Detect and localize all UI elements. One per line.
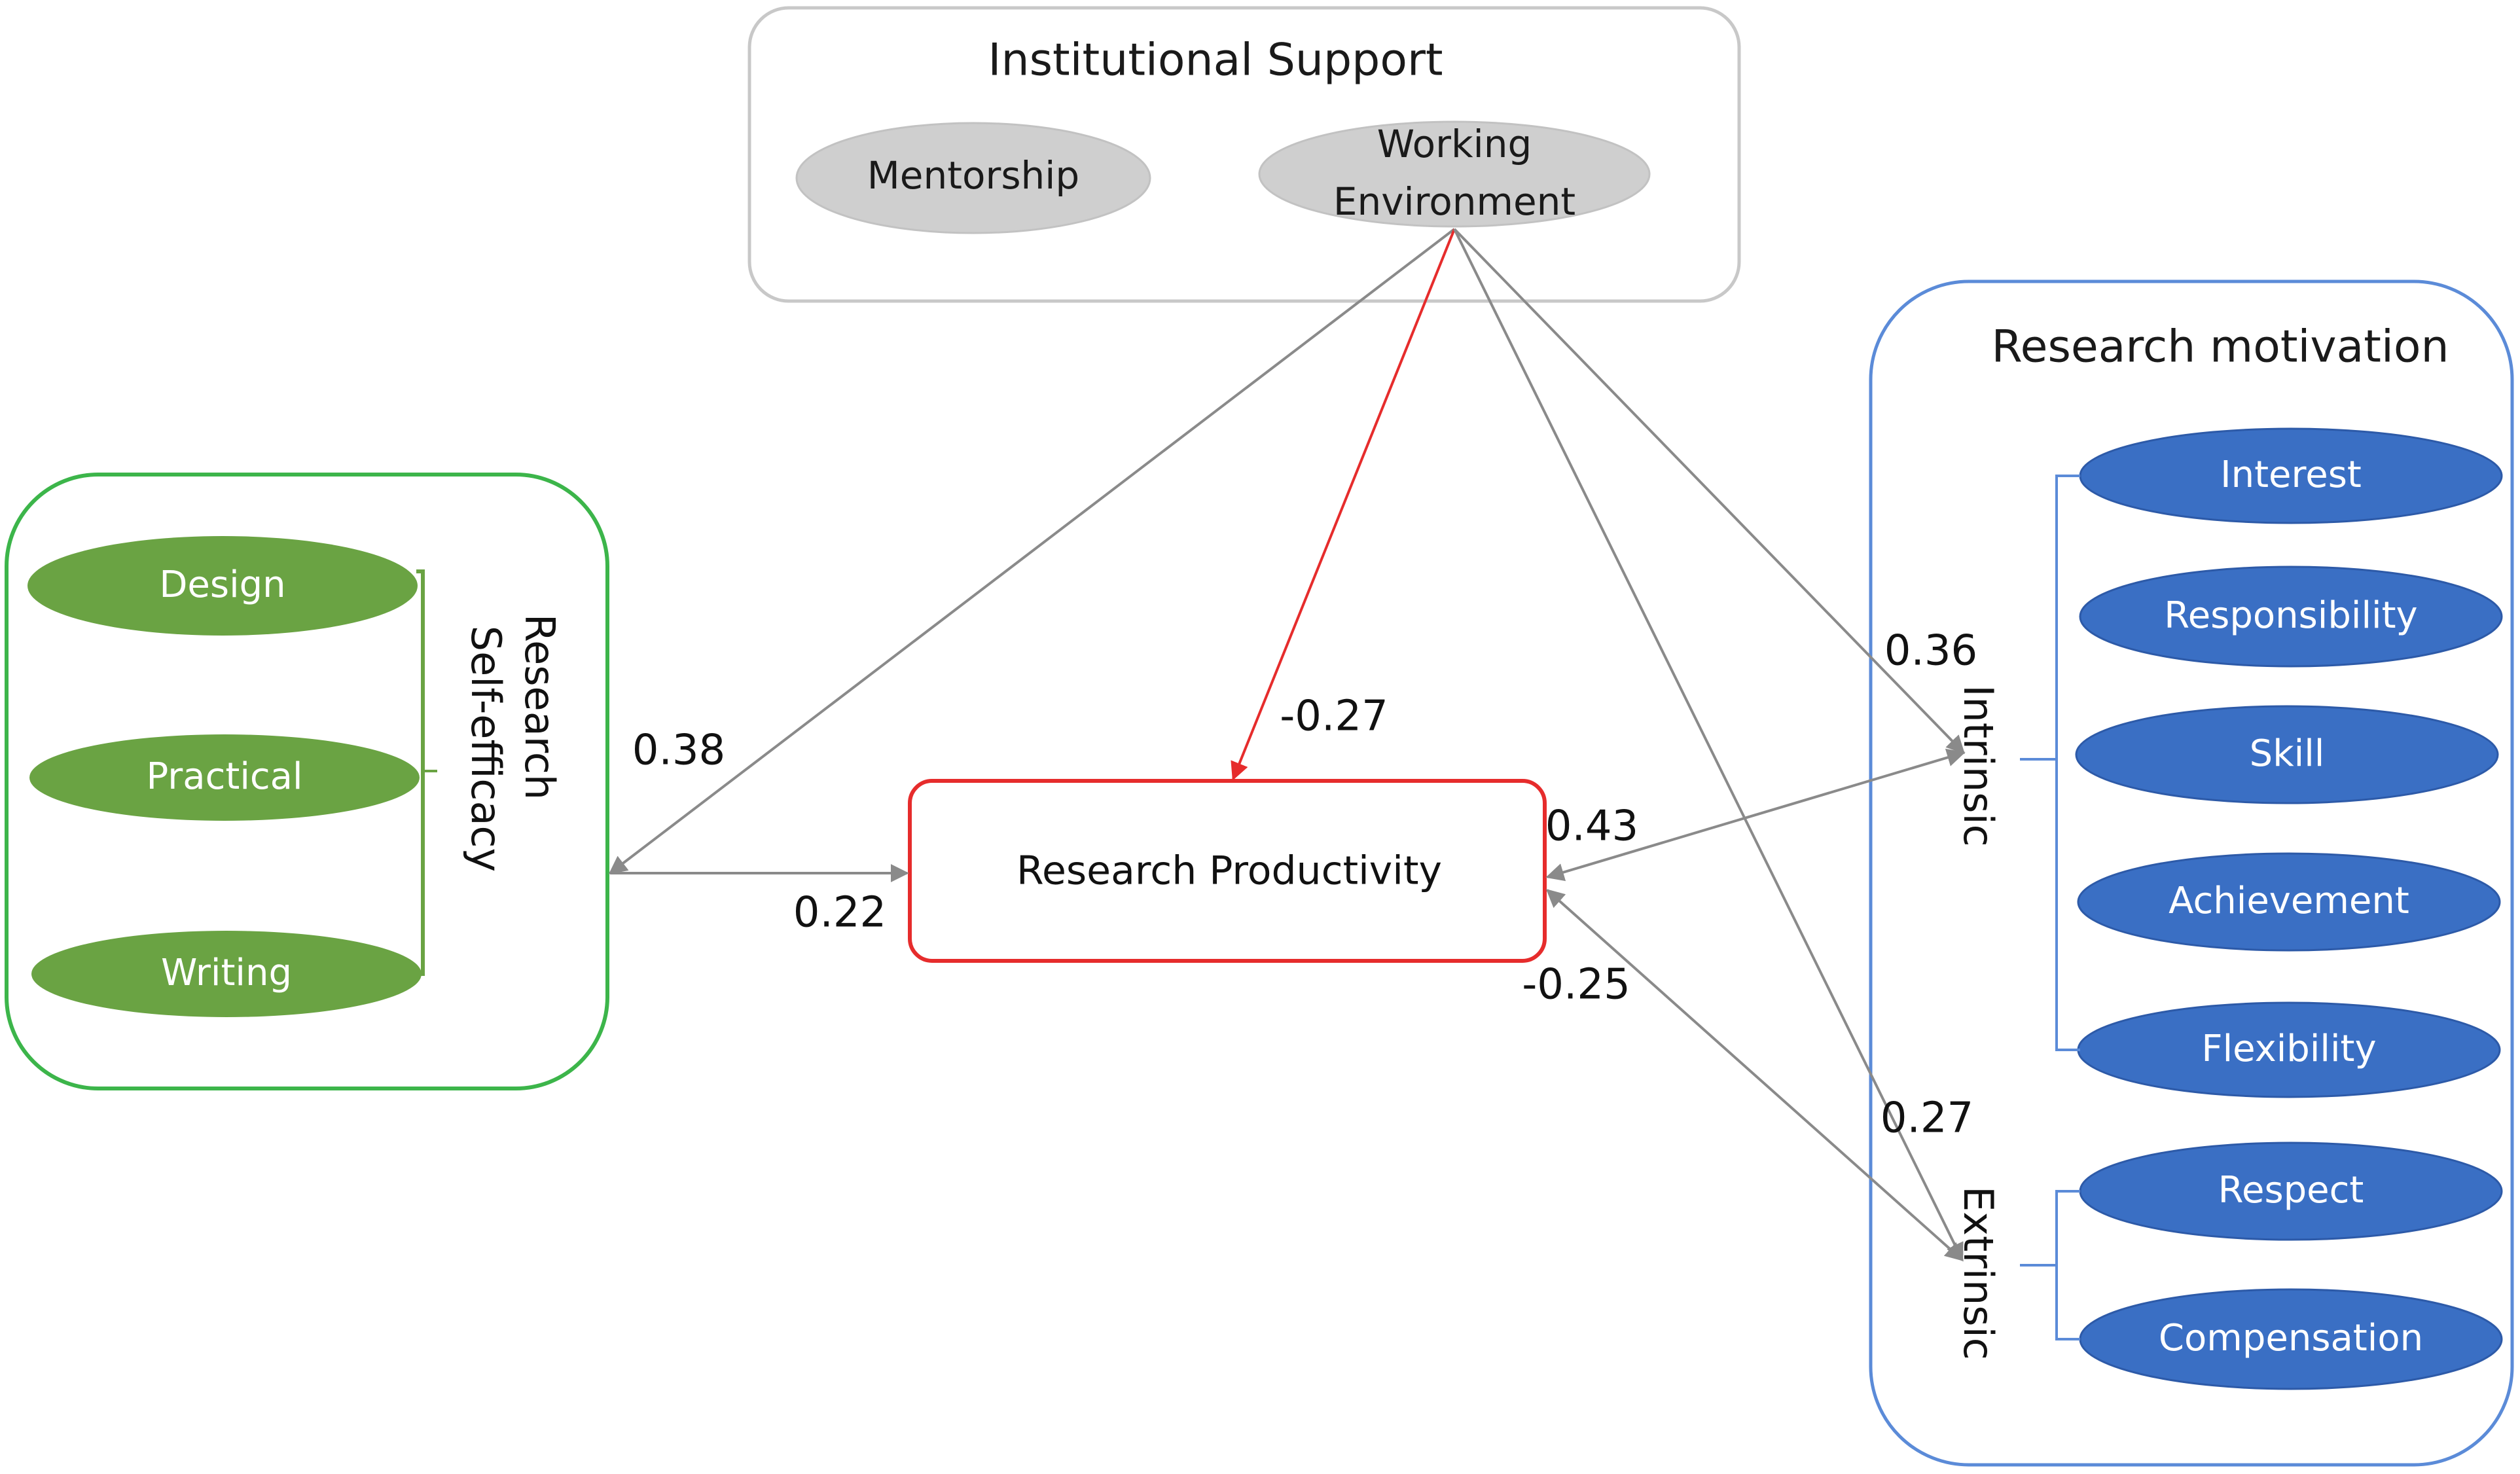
working-environment-label-line1: Working (1377, 122, 1532, 166)
coef-intrinsic-to-productivity: 0.43 (1545, 802, 1639, 851)
writing-node (31, 931, 422, 1017)
research-motivation-title: Research motivation (1991, 321, 2449, 373)
skill-label: Skill (2250, 732, 2325, 775)
responsibility-label: Responsibility (2164, 594, 2417, 637)
skill-node (2075, 705, 2499, 804)
arrow-intrinsic-productivity (1545, 748, 1966, 882)
responsibility-node (2079, 566, 2503, 668)
coef-we-to-self-efficacy: 0.38 (632, 727, 726, 775)
self-efficacy-group: Design Practical Writing Research Self-e… (5, 473, 609, 1090)
practical-node (29, 734, 420, 821)
coef-self-efficacy-to-productivity: 0.22 (793, 889, 887, 937)
arrow-we-to-productivity (1231, 228, 1456, 781)
self-efficacy-label-line2: Self-efficacy (462, 626, 510, 872)
research-productivity-box (908, 779, 1547, 963)
research-productivity-label: Research Productivity (1017, 848, 1442, 894)
practical-label: Practical (146, 755, 302, 798)
interest-label: Interest (2220, 454, 2362, 496)
coef-extrinsic-to-productivity: -0.25 (1522, 961, 1630, 1009)
design-label: Design (159, 564, 285, 606)
self-efficacy-label-line1: Research (516, 614, 564, 800)
arrow-we-to-intrinsic (1453, 228, 1965, 755)
intrinsic-bracket (2055, 475, 2080, 1051)
coef-we-to-intrinsic: 0.36 (1884, 627, 1978, 675)
flexibility-label: Flexibility (2201, 1028, 2376, 1070)
coef-we-to-extrinsic: 0.27 (1881, 1094, 1974, 1143)
self-efficacy-bracket (416, 569, 425, 976)
working-environment-label-line2: Environment (1333, 179, 1575, 224)
coef-we-to-productivity: -0.27 (1280, 692, 1388, 741)
achievement-node (2077, 852, 2501, 952)
writing-label: Writing (161, 952, 292, 994)
institutional-support-group: Institutional Support Mentorship Working… (747, 6, 1741, 303)
working-environment-node (1258, 120, 1651, 228)
path-coefficients: 0.38 0.22 -0.27 0.43 -0.25 0.36 0.27 (632, 627, 1978, 1143)
arrow-extrinsic-productivity (1545, 889, 1964, 1261)
research-productivity-group: Research Productivity (908, 779, 1547, 963)
extrinsic-label: Extrinsic (1954, 1186, 2002, 1360)
path-arrows (608, 228, 1966, 1262)
design-node (27, 536, 418, 636)
respect-label: Respect (2218, 1169, 2364, 1212)
arrow-we-to-self-efficacy (608, 228, 1456, 874)
mentorship-node (795, 122, 1151, 234)
intrinsic-label: Intrinsic (1954, 685, 2002, 847)
institutional-support-title: Institutional Support (988, 35, 1443, 86)
compensation-label: Compensation (2159, 1317, 2423, 1359)
research-motivation-group: Research motivation Interest Responsibil… (1869, 279, 2514, 1467)
achievement-label: Achievement (2169, 880, 2409, 922)
mentorship-label: Mentorship (867, 153, 1079, 198)
